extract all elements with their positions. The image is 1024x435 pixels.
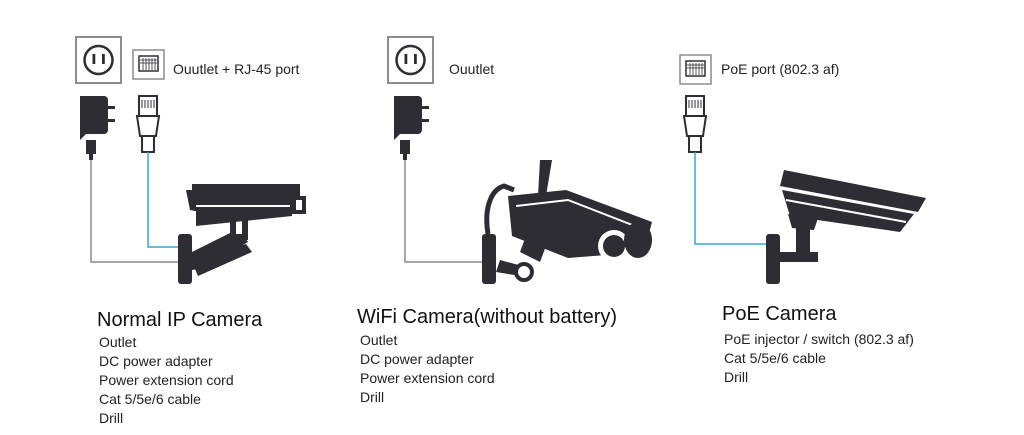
requirements-list: Outlet DC power adapter Power extension … <box>99 333 234 428</box>
rj45-port-icon <box>679 54 712 85</box>
port-label: Ouutlet + RJ-45 port <box>173 61 300 77</box>
bullet-camera-icon <box>178 184 306 284</box>
panel-wifi-camera <box>387 36 652 284</box>
network-wire <box>147 152 180 248</box>
power-wire <box>90 160 180 263</box>
panel-normal-ip-camera <box>75 36 306 284</box>
outlet-icon <box>75 36 122 84</box>
rj45-plug-icon <box>135 95 161 153</box>
requirement-item: DC power adapter <box>360 351 474 367</box>
requirement-item: PoE injector / switch (802.3 af) <box>724 331 914 347</box>
requirement-item: Power extension cord <box>360 370 495 386</box>
requirements-list: PoE injector / switch (802.3 af) Cat 5/5… <box>724 330 914 387</box>
requirement-item: Power extension cord <box>99 372 234 388</box>
rj45-port-icon <box>132 49 165 80</box>
requirement-item: Drill <box>724 369 749 385</box>
panel-title: PoE Camera <box>722 303 837 325</box>
requirement-item: Cat 5/5e/6 cable <box>724 350 826 366</box>
panel-poe-camera <box>679 54 926 284</box>
panel-title: WiFi Camera(without battery) <box>357 306 618 328</box>
requirement-item: Outlet <box>360 332 398 348</box>
network-wire <box>694 152 768 245</box>
power-wire <box>404 160 482 263</box>
requirement-item: Drill <box>99 410 124 426</box>
poe-camera-icon <box>766 170 926 284</box>
port-label: PoE port (802.3 af) <box>721 61 840 77</box>
requirement-item: Drill <box>360 389 385 405</box>
requirements-list: Outlet DC power adapter Power extension … <box>360 331 495 407</box>
requirement-item: Outlet <box>99 334 137 350</box>
port-label: Ouutlet <box>449 61 495 77</box>
requirement-item: DC power adapter <box>99 353 213 369</box>
power-adapter-icon <box>80 96 115 160</box>
requirement-item: Cat 5/5e/6 cable <box>99 391 201 407</box>
outlet-icon <box>387 36 434 84</box>
wifi-camera-icon <box>482 160 652 284</box>
rj45-plug-icon <box>682 95 708 153</box>
power-adapter-icon <box>394 96 429 160</box>
panel-title: Normal IP Camera <box>97 309 263 331</box>
